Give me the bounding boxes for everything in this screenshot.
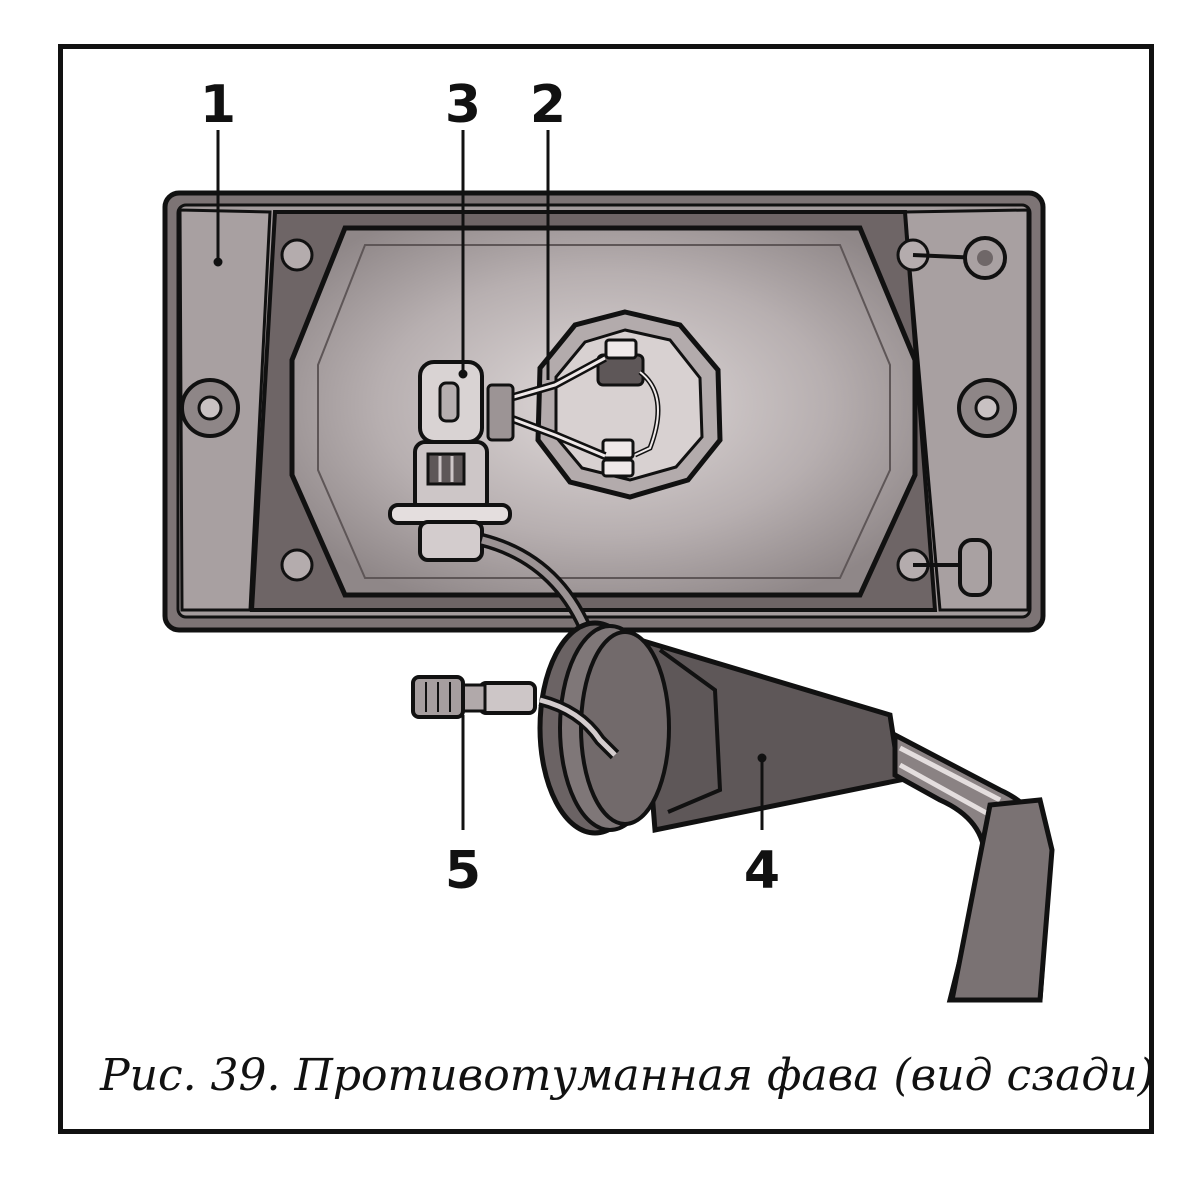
leader-dot-3 (458, 369, 468, 379)
bolt-icon (180, 378, 240, 438)
leader-lines (213, 130, 767, 830)
leader-dot-1 (213, 257, 223, 267)
protective-boot (537, 620, 1055, 1003)
callout-4: 4 (744, 841, 780, 901)
leader-dot-4 (757, 753, 767, 763)
adjuster-knob-icon (913, 538, 992, 597)
terminal-wire (411, 675, 620, 760)
screw-icon (280, 238, 314, 272)
bulb-lamp (508, 309, 723, 500)
bulb-connector (388, 360, 515, 562)
callout-2: 2 (530, 75, 566, 135)
mounting-screws (180, 236, 1017, 597)
adjuster-knob-icon (912, 236, 1007, 280)
screw-icon (280, 548, 314, 582)
callout-5: 5 (445, 841, 481, 901)
callout-3: 3 (445, 75, 481, 135)
callout-1: 1 (200, 75, 236, 135)
bolt-icon (957, 378, 1017, 438)
figure-caption: Рис. 39. Противотуманная фава (вид сзади… (100, 1050, 1155, 1101)
